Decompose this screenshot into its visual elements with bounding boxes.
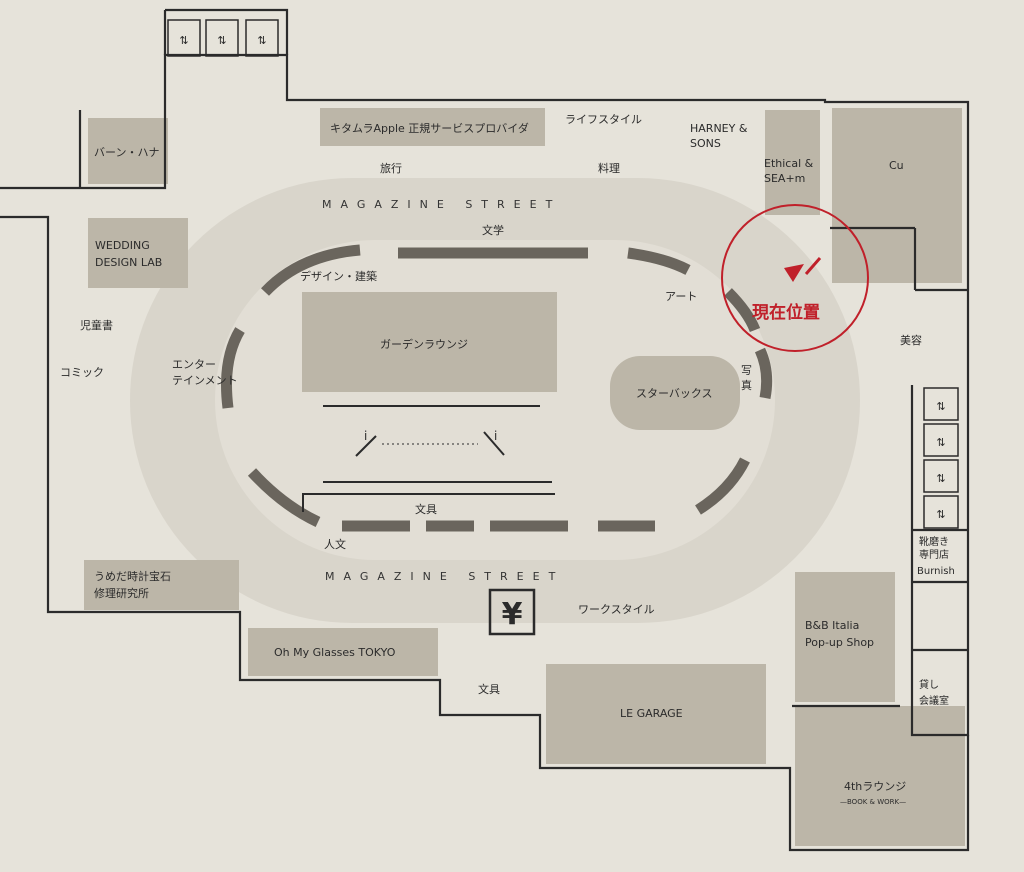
- shelf-top-right: [627, 247, 691, 275]
- shop-kitamura[interactable]: キタムラApple 正規サービスプロバイダ: [330, 121, 529, 135]
- wall-top: [0, 53, 970, 385]
- shop-4th-lounge[interactable]: 4thラウンジ: [844, 780, 906, 793]
- section-children: 児童書: [80, 318, 113, 332]
- current-location-marker-icon: [784, 264, 804, 282]
- elevator-icon[interactable]: [923, 387, 959, 421]
- street-label-bottom: MAGAZINE STREET: [325, 570, 564, 583]
- elevator-icon[interactable]: [245, 19, 279, 57]
- section-photo-line2: 真: [741, 378, 752, 392]
- elevator-icon[interactable]: [167, 19, 201, 57]
- block-starbucks[interactable]: [610, 356, 740, 430]
- elevator-glyph: ⇅: [936, 508, 945, 521]
- yen-atm-icon[interactable]: [488, 588, 536, 636]
- section-photo-line1: 写: [741, 364, 752, 377]
- section-literature: 文学: [482, 223, 504, 237]
- section-beauty: 美容: [900, 333, 922, 347]
- section-stationery-inner: 文具: [415, 502, 437, 516]
- block-umeda[interactable]: [84, 560, 239, 610]
- shop-garden-lounge[interactable]: ガーデンラウンジ: [380, 337, 468, 351]
- block-wedding[interactable]: [88, 218, 188, 288]
- wall-left-upper: [0, 215, 50, 290]
- elevators-top: ⇅ ⇅ ⇅: [167, 19, 279, 57]
- shop-shoe-line1[interactable]: 靴磨き: [919, 535, 949, 548]
- elevator-glyph: ⇅: [936, 472, 945, 485]
- wall-elevator-top: [165, 8, 289, 55]
- section-humanities: 人文: [324, 537, 346, 551]
- shop-ethical-line1[interactable]: Ethical &: [764, 157, 814, 170]
- elevator-icon[interactable]: [923, 459, 959, 493]
- information-icon[interactable]: i: [494, 429, 497, 443]
- info-arrow-right: [483, 431, 505, 456]
- shop-bb-line2[interactable]: Pop-up Shop: [805, 636, 874, 649]
- elevator-icon[interactable]: [923, 423, 959, 457]
- shop-le-garage[interactable]: LE GARAGE: [620, 707, 683, 720]
- section-lifestyle: ライフスタイル: [565, 113, 642, 126]
- elevator-glyph: ⇅: [257, 34, 266, 47]
- section-design: デザイン・建築: [300, 269, 377, 283]
- shop-blocks: [84, 108, 965, 846]
- info-arrow-left: [355, 435, 377, 457]
- elevator-glyph: ⇅: [217, 34, 226, 47]
- shop-rental-line2[interactable]: 会議室: [919, 694, 949, 707]
- shop-harney-line2[interactable]: SONS: [690, 137, 721, 150]
- elevator-icon[interactable]: [923, 495, 959, 529]
- section-entertainment-line2: テインメント: [172, 374, 238, 387]
- section-entertainment-line1: エンター: [172, 358, 216, 371]
- section-work-style: ワークスタイル: [578, 603, 655, 616]
- shelf-design: [261, 244, 361, 296]
- section-comics: コミック: [60, 366, 104, 379]
- section-travel: 旅行: [380, 161, 402, 175]
- current-location-tick: [804, 257, 822, 275]
- walls: [0, 8, 970, 852]
- block-barn-hana[interactable]: [88, 118, 168, 184]
- section-art: アート: [665, 290, 697, 303]
- elevators-right: ⇅ ⇅ ⇅ ⇅: [923, 387, 959, 529]
- shelf-entertainment: [221, 327, 245, 409]
- section-stationery-outer: 文具: [478, 682, 500, 696]
- shelf-bottom-right: [695, 457, 750, 515]
- block-4th-lounge[interactable]: [795, 706, 965, 846]
- current-location-circle: [721, 204, 869, 352]
- shop-wedding-line1[interactable]: WEDDING: [95, 239, 150, 252]
- shop-bb-line1[interactable]: B&B Italia: [805, 619, 859, 632]
- shop-cu[interactable]: Cu: [889, 159, 904, 172]
- shop-starbucks[interactable]: スターバックス: [636, 387, 713, 400]
- shop-umeda-line1[interactable]: うめだ時計宝石: [94, 569, 171, 583]
- street-label-top: MAGAZINE STREET: [322, 198, 561, 211]
- information-icon[interactable]: i: [364, 429, 367, 443]
- shelf-segments: [221, 244, 773, 532]
- shop-harney-line1[interactable]: HARNEY &: [690, 122, 748, 135]
- counter-lines: [302, 405, 555, 512]
- elevator-glyph: ⇅: [936, 436, 945, 449]
- shop-oh-my-glasses[interactable]: Oh My Glasses TOKYO: [274, 646, 396, 659]
- elevator-glyph: ⇅: [179, 34, 188, 47]
- block-cu[interactable]: [832, 108, 962, 283]
- block-bb-italia[interactable]: [795, 572, 895, 702]
- shop-wedding-line2[interactable]: DESIGN LAB: [95, 256, 162, 269]
- shop-rental-line1[interactable]: 貸し: [919, 678, 939, 691]
- shop-shoe-line3[interactable]: Burnish: [917, 566, 955, 577]
- counter-frame: [302, 493, 555, 512]
- wall-bottom: [46, 290, 970, 852]
- block-ethical[interactable]: [765, 110, 820, 215]
- shop-4th-lounge-sub: —BOOK & WORK—: [840, 798, 906, 806]
- shelf-humanities: [247, 468, 321, 527]
- block-garden-lounge[interactable]: [302, 292, 557, 392]
- shop-umeda-line2[interactable]: 修理研究所: [94, 586, 149, 600]
- section-cooking: 料理: [598, 161, 620, 175]
- shelf-art: [724, 288, 761, 333]
- current-location-label: 現在位置: [752, 302, 820, 323]
- shop-ethical-line2[interactable]: SEA+m: [764, 172, 805, 185]
- block-oh-my-glasses[interactable]: [248, 628, 438, 676]
- block-le-garage[interactable]: [546, 664, 766, 764]
- atm-symbol: ¥: [502, 597, 523, 632]
- elevator-glyph: ⇅: [936, 400, 945, 413]
- elevator-icon[interactable]: [205, 19, 239, 57]
- wall-right-column: [910, 385, 970, 737]
- block-kitamura[interactable]: [320, 108, 545, 146]
- shop-barn-hana[interactable]: バーン・ハナ: [94, 146, 159, 159]
- shop-shoe-line2[interactable]: 専門店: [919, 548, 949, 561]
- shelf-photo: [754, 347, 773, 400]
